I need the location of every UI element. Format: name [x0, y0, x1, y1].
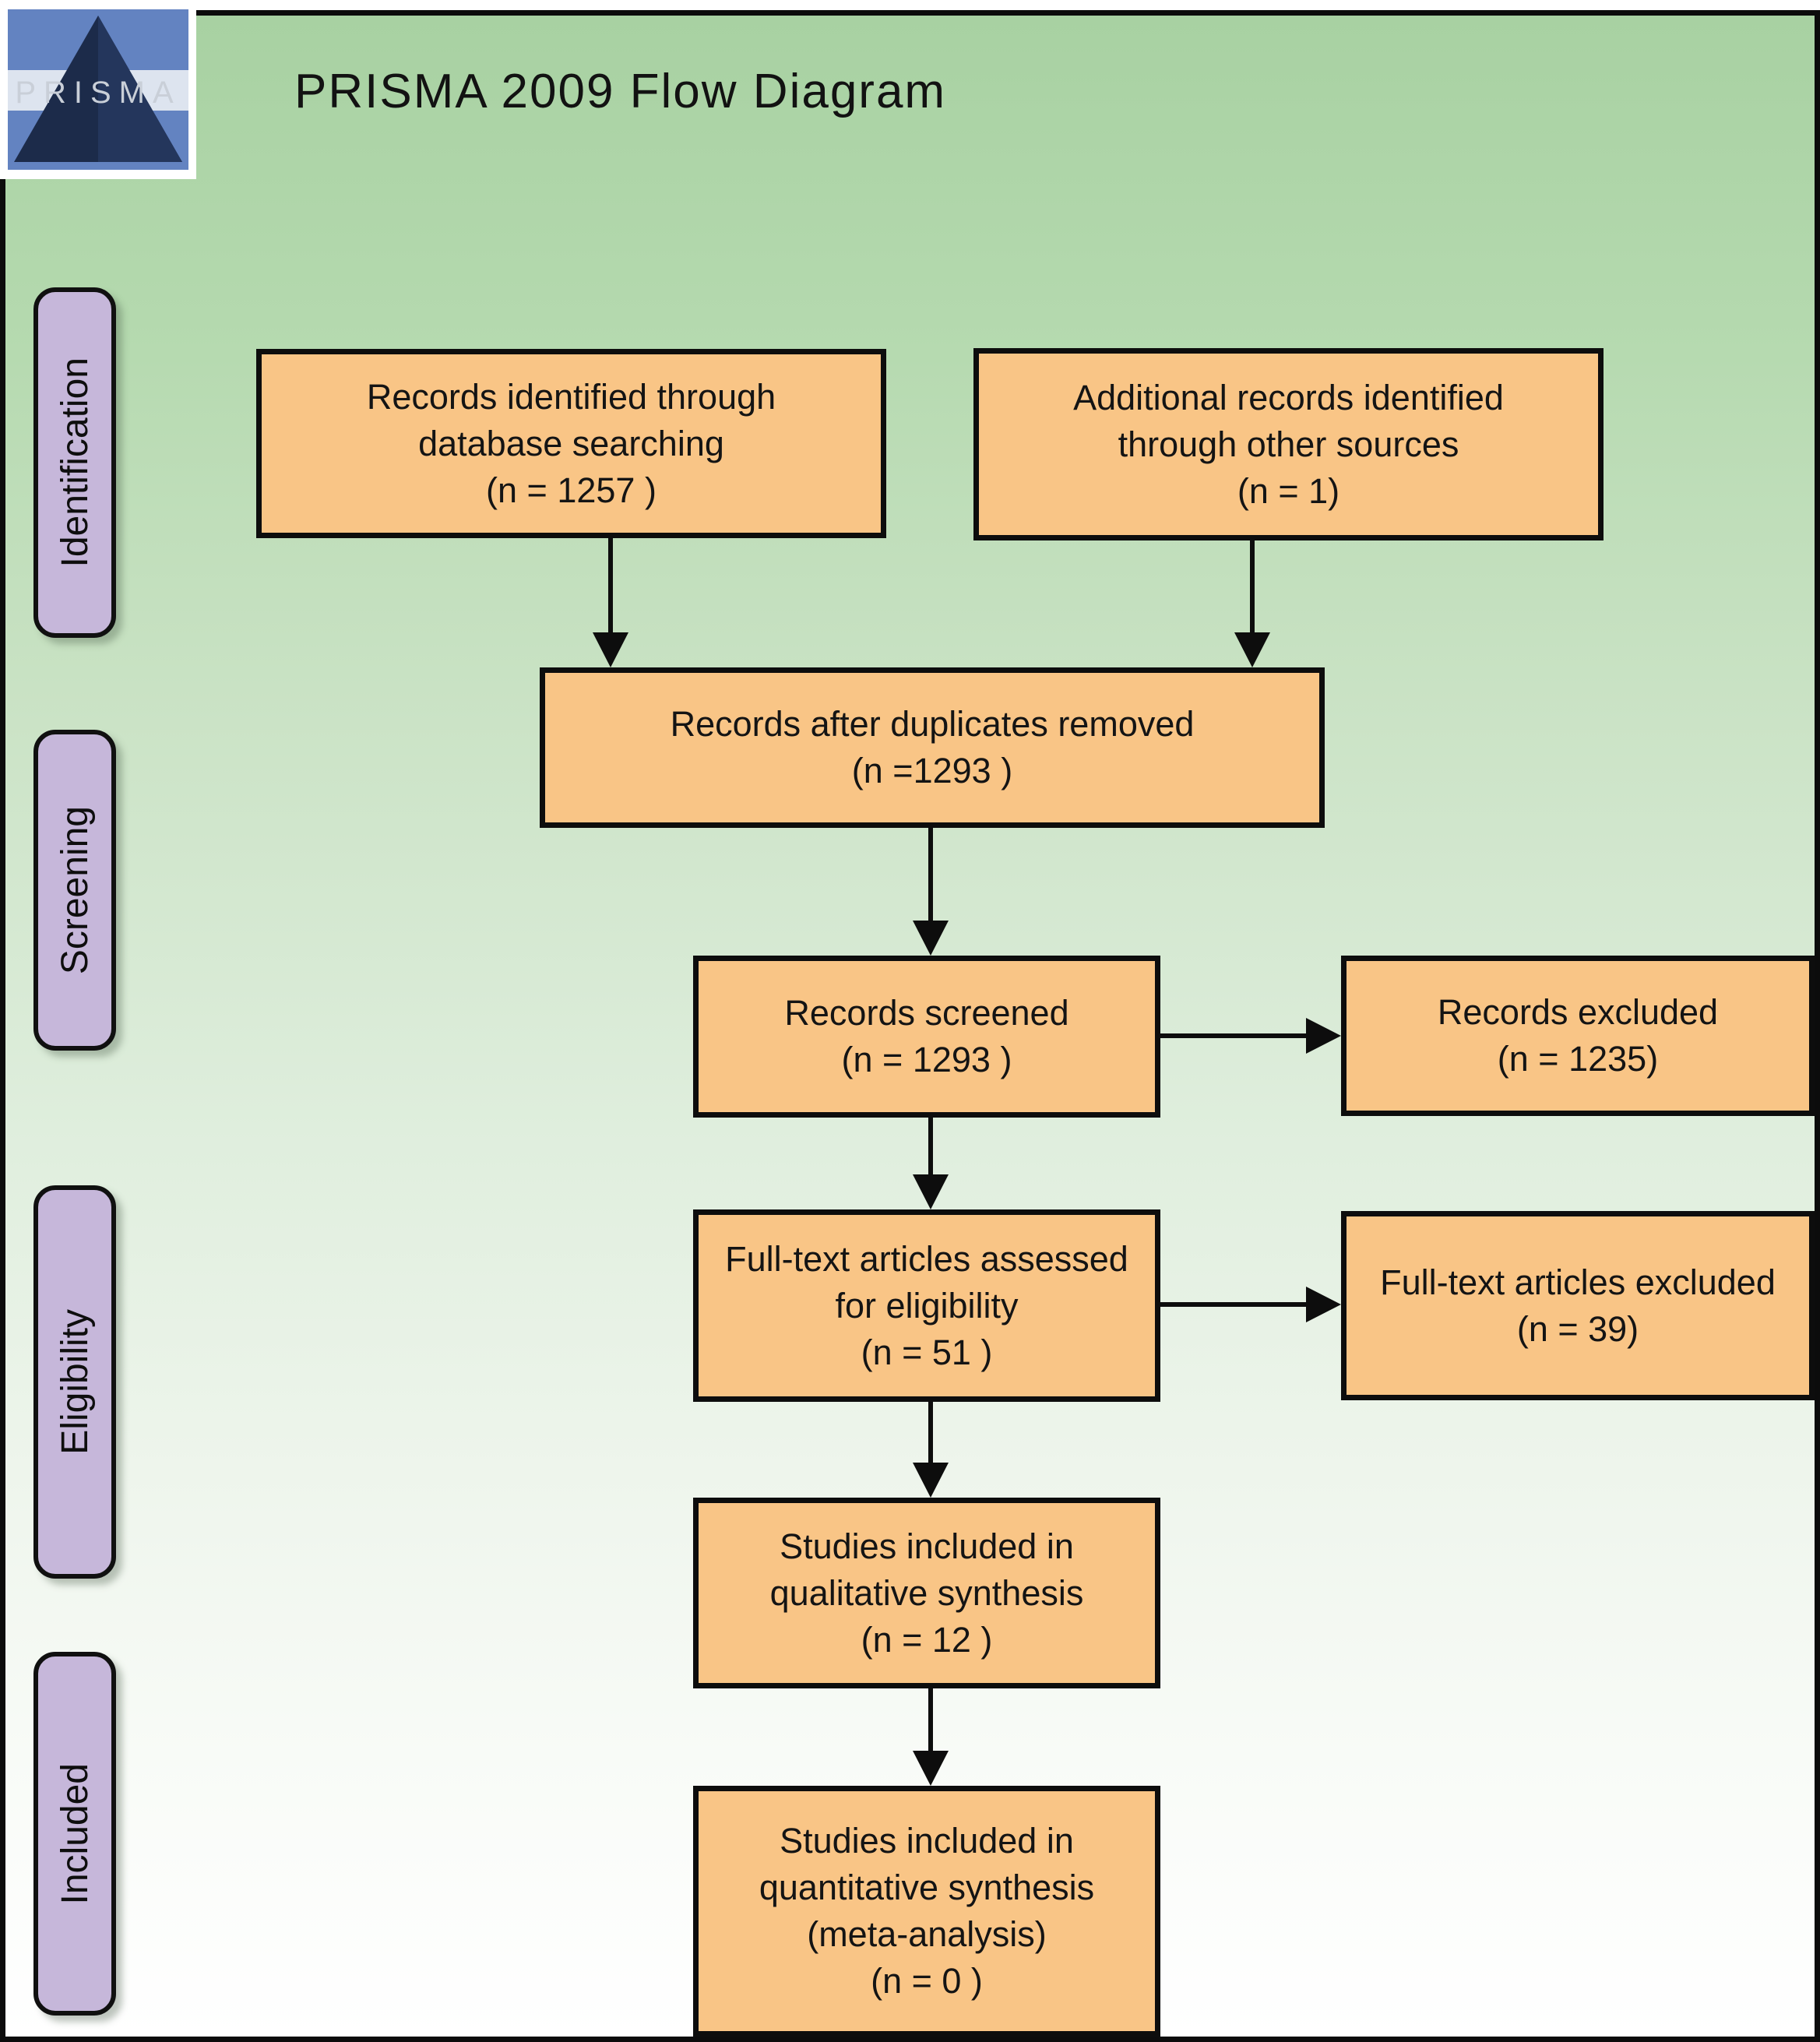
node-line: (meta-analysis)	[807, 1914, 1047, 1954]
node-count: (n = 1257 )	[486, 470, 657, 510]
prisma-logo-image: PRISMA	[8, 9, 188, 170]
node-qualitative-synthesis: Studies included in qualitative synthesi…	[693, 1498, 1160, 1688]
arrow-down-icon	[1234, 632, 1270, 667]
node-duplicates-removed: Records after duplicates removed (n =129…	[540, 667, 1325, 828]
node-fulltext-assessed: Full-text articles assessed for eligibil…	[693, 1209, 1160, 1402]
node-line: for eligibility	[835, 1285, 1019, 1326]
arrow-down-icon	[913, 1463, 949, 1498]
node-line: Additional records identified	[1073, 377, 1504, 417]
node-count: (n = 51 )	[861, 1332, 993, 1372]
node-line: Records excluded	[1437, 992, 1719, 1032]
node-records-identified: Records identified through database sear…	[256, 349, 886, 538]
arrow-screened-to-assessed-line	[928, 1118, 933, 1174]
arrow-right-icon	[1306, 1287, 1341, 1322]
node-count: (n =1293 )	[851, 751, 1013, 790]
node-additional-records: Additional records identified through ot…	[973, 348, 1604, 540]
node-count: (n = 12 )	[861, 1619, 993, 1660]
stage-eligibility: Eligibility	[33, 1185, 116, 1579]
node-count: (n = 1293 )	[841, 1040, 1012, 1079]
node-line: Studies included in	[780, 1821, 1074, 1861]
node-line: Full-text articles excluded	[1380, 1262, 1776, 1302]
stage-screening-label: Screening	[54, 805, 96, 975]
arrow-identified-to-duplicates-line	[608, 538, 613, 632]
arrow-qualitative-to-quantitative-line	[928, 1688, 933, 1751]
node-fulltext-excluded: Full-text articles excluded (n = 39)	[1341, 1211, 1815, 1400]
node-records-screened: Records screened (n = 1293 )	[693, 956, 1160, 1118]
stage-identification-label: Identification	[54, 357, 96, 568]
node-line: qualitative synthesis	[769, 1572, 1084, 1613]
node-count: (n = 1)	[1237, 470, 1340, 511]
arrow-assessed-to-qualitative-line	[928, 1402, 933, 1463]
arrow-assessed-to-excluded-line	[1160, 1302, 1306, 1307]
stage-included-label: Included	[54, 1762, 96, 1905]
node-line: quantitative synthesis	[759, 1868, 1095, 1907]
arrow-down-icon	[913, 1174, 949, 1209]
node-line: Records after duplicates removed	[670, 704, 1195, 744]
arrow-screened-to-excluded-line	[1160, 1033, 1306, 1038]
prisma-logo: PRISMA	[0, 0, 196, 179]
prisma-logo-text: PRISMA	[15, 76, 181, 110]
node-line: Studies included in	[780, 1526, 1074, 1566]
arrow-right-icon	[1306, 1018, 1341, 1054]
stage-included: Included	[33, 1652, 116, 2016]
arrow-down-icon	[913, 1751, 949, 1786]
arrow-duplicates-to-screened-line	[928, 828, 933, 921]
node-line: database searching	[418, 423, 724, 463]
node-line: Records identified through	[366, 376, 776, 417]
node-quantitative-synthesis: Studies included in quantitative synthes…	[693, 1786, 1160, 2037]
node-count: (n = 1235)	[1497, 1039, 1659, 1079]
node-records-excluded: Records excluded (n = 1235)	[1341, 956, 1815, 1116]
arrow-additional-to-duplicates-line	[1250, 540, 1255, 632]
node-line: Records screened	[784, 993, 1069, 1033]
page-title: PRISMA 2009 Flow Diagram	[294, 65, 947, 118]
node-count: (n = 0 )	[871, 1961, 983, 2001]
node-line: through other sources	[1118, 424, 1459, 464]
stage-screening: Screening	[33, 730, 116, 1051]
arrow-down-icon	[593, 632, 628, 667]
stage-identification: Identification	[33, 287, 116, 638]
node-line: Full-text articles assessed	[725, 1238, 1128, 1279]
arrow-down-icon	[913, 921, 949, 956]
node-count: (n = 39)	[1516, 1308, 1639, 1349]
stage-eligibility-label: Eligibility	[54, 1309, 96, 1455]
